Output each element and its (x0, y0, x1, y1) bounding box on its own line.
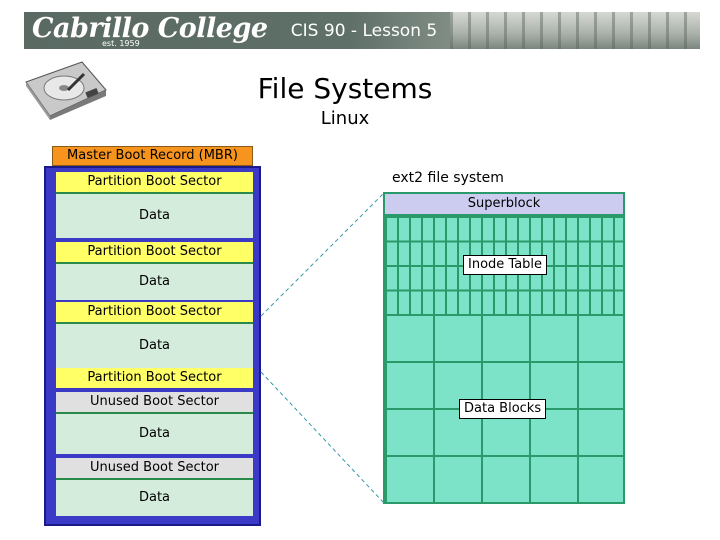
data-block: Data (56, 192, 253, 238)
college-logo-established: est. 1959 (102, 39, 140, 48)
data-block: Data (56, 412, 253, 454)
slide-subtitle: Linux (320, 108, 370, 129)
college-logo: Cabrillo College (32, 13, 268, 44)
partition-boot-sector: Partition Boot Sector (56, 302, 253, 322)
campus-photo (450, 12, 700, 49)
data-block: Data (56, 478, 253, 516)
partition-boot-sector: Partition Boot Sector (56, 368, 253, 388)
partition-boot-sector: Partition Boot Sector (56, 172, 253, 192)
ext2-label: ext2 file system (392, 170, 504, 186)
disk-layout: Partition Boot Sector Data Partition Boo… (44, 166, 261, 526)
header-banner: Cabrillo College est. 1959 CIS 90 - Less… (24, 12, 700, 49)
hard-drive-icon (22, 60, 108, 120)
unused-boot-sector: Unused Boot Sector (56, 458, 253, 478)
data-blocks-label: Data Blocks (459, 399, 547, 419)
slide-title: File Systems (257, 72, 433, 105)
unused-boot-sector: Unused Boot Sector (56, 392, 253, 412)
superblock: Superblock (385, 194, 623, 216)
mbr-block: Master Boot Record (MBR) (52, 146, 253, 166)
partition-boot-sector: Partition Boot Sector (56, 242, 253, 262)
data-block: Data (56, 322, 253, 368)
ext2-filesystem: Superblock Inode Table Data Blocks (383, 192, 625, 504)
lesson-title: CIS 90 - Lesson 5 (290, 21, 438, 41)
inode-table-label: Inode Table (463, 255, 548, 275)
data-block: Data (56, 262, 253, 300)
